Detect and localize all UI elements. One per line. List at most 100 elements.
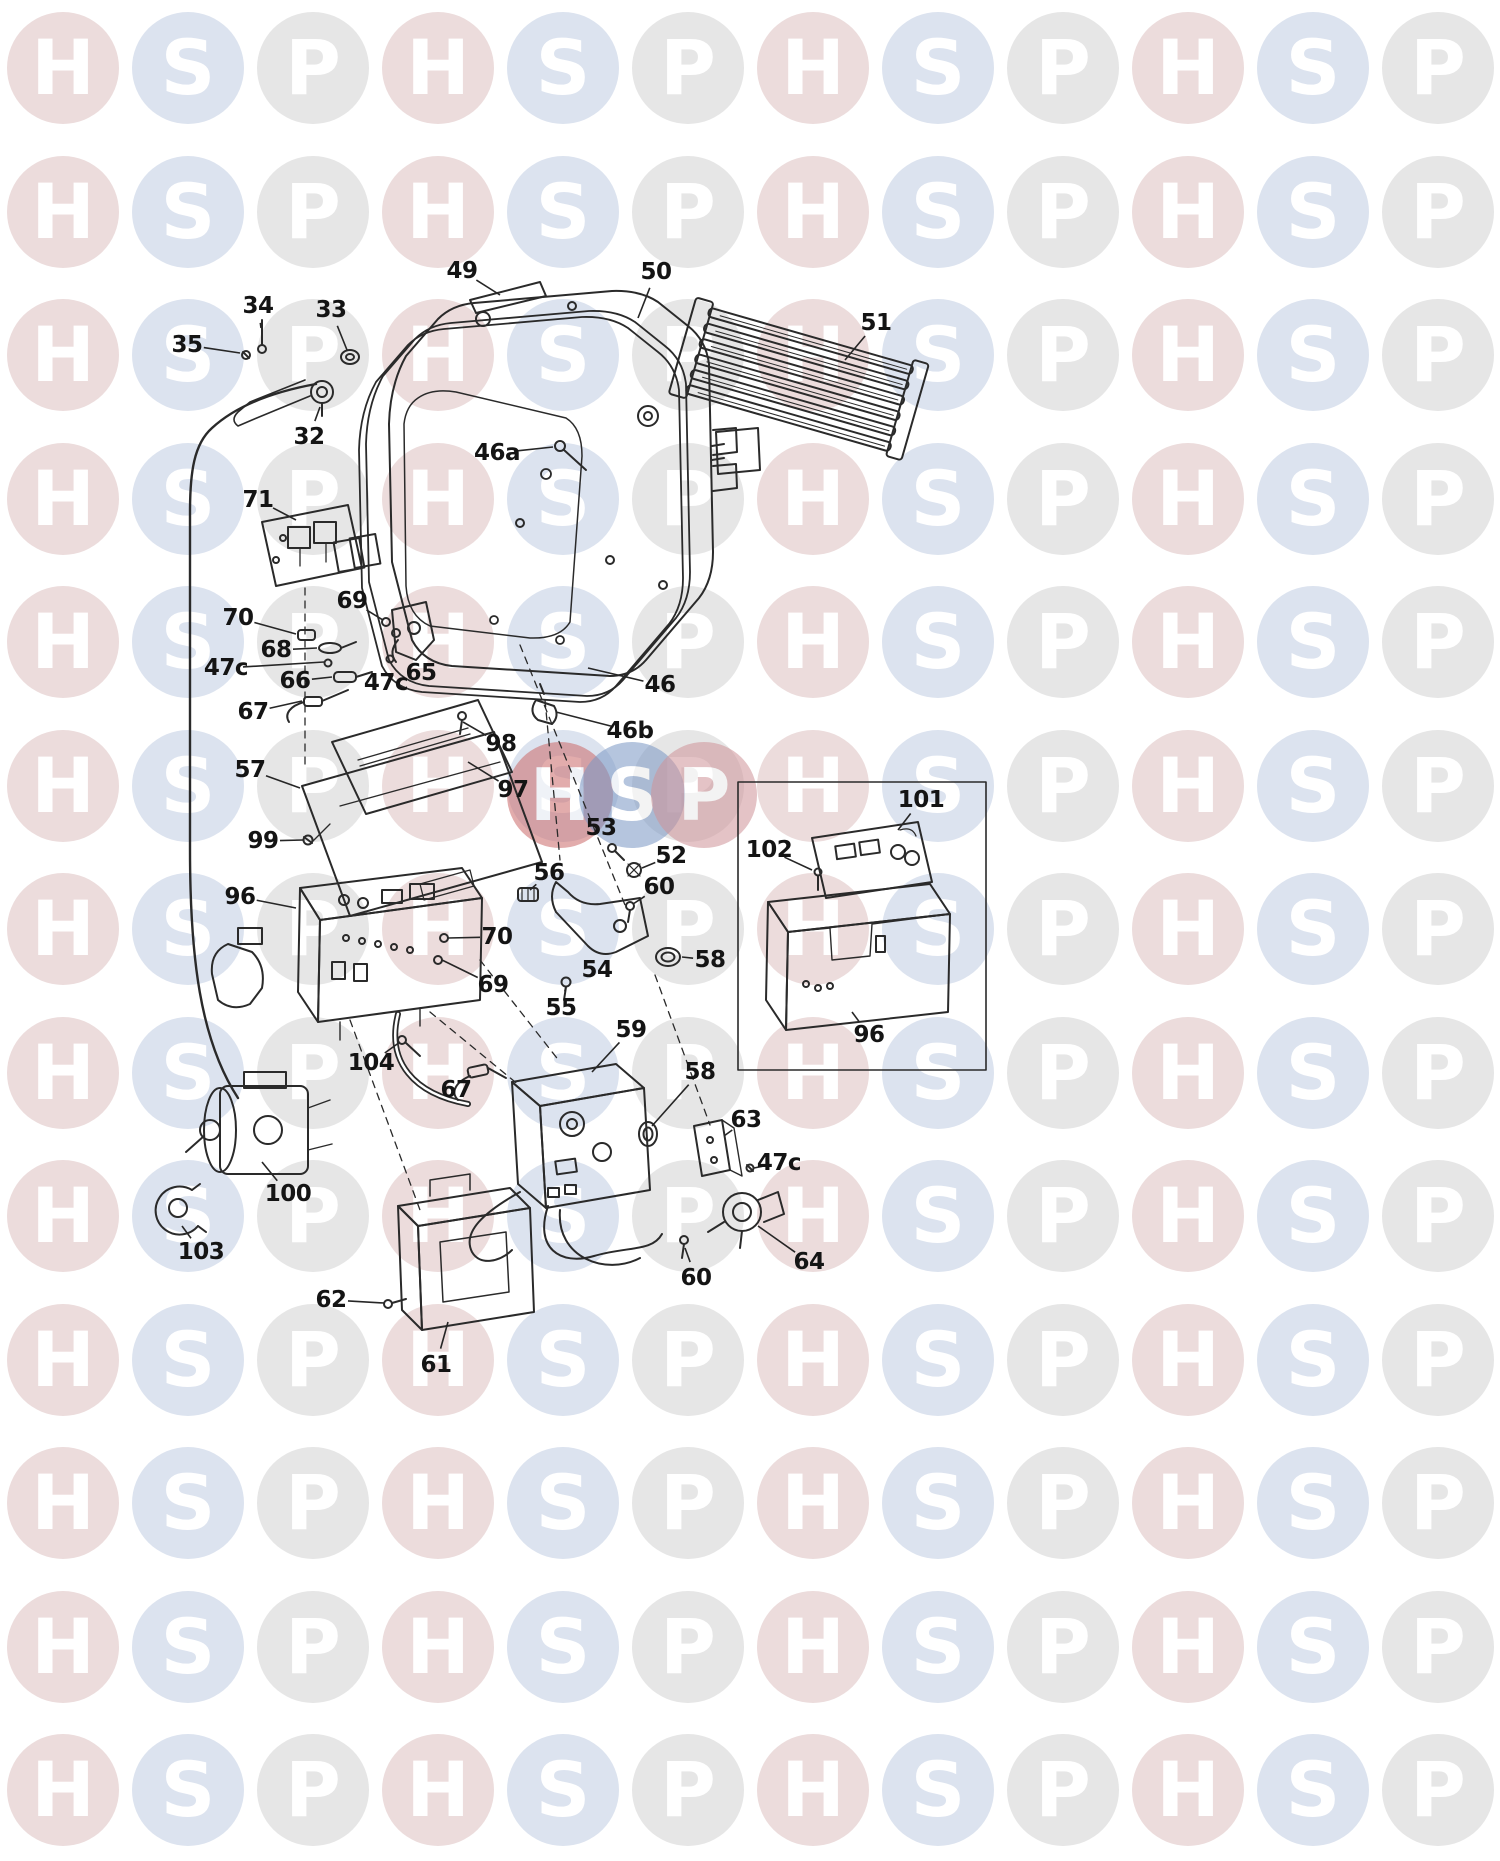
- leader-line-62: [347, 1300, 385, 1304]
- part-label-53: 53: [585, 815, 617, 841]
- watermark-letter-p: P: [1007, 586, 1119, 698]
- watermark-letter-s: S: [132, 873, 244, 985]
- part-label-62: 62: [315, 1287, 347, 1313]
- part-label-99: 99: [247, 828, 279, 854]
- watermark-letter-s: S: [132, 1590, 244, 1703]
- leader-line-59: [591, 1041, 621, 1073]
- watermark-letter-p: P: [1382, 1734, 1494, 1846]
- watermark-letter-s: S: [882, 442, 994, 555]
- watermark-letter-s: S: [507, 1734, 619, 1846]
- watermark-letter-s: S: [507, 873, 619, 985]
- watermark-letter-p: P: [257, 155, 369, 268]
- part-label-71: 71: [242, 487, 274, 513]
- watermark-letter-s: S: [1257, 729, 1369, 842]
- part-32-grommet: [310, 380, 334, 417]
- leader-line-67: [269, 700, 303, 710]
- leader-line-52: [641, 861, 656, 869]
- watermark-letter-h: H: [382, 586, 494, 698]
- part-35-screw: [241, 350, 251, 360]
- construction-lines: [304, 587, 711, 1211]
- leader-line-64: [757, 1225, 796, 1253]
- part-label-46a: 46a: [473, 440, 521, 466]
- part-71-pilot-bracket: [261, 504, 382, 587]
- watermark-letter-p: P: [632, 1590, 744, 1703]
- watermark-letter-h: H: [757, 442, 869, 555]
- part-67b-electrode: [453, 1063, 507, 1101]
- watermark-letter-s: S: [132, 729, 244, 842]
- watermark-letter-s: S: [1257, 299, 1369, 411]
- leader-line-46b: [555, 711, 614, 728]
- watermark-letter-p: P: [257, 1160, 369, 1272]
- watermark-letter-h: H: [7, 442, 119, 555]
- watermark-letter-s: S: [882, 1160, 994, 1272]
- part-label-46: 46: [644, 672, 676, 698]
- watermark-letter-p: P: [632, 155, 744, 268]
- leader-line-32: [314, 406, 321, 422]
- part-58b-oring: [638, 1121, 658, 1147]
- watermark-letter-p: P: [632, 1016, 744, 1129]
- part-102-screw: [813, 867, 823, 891]
- watermark-letter-h: H: [382, 12, 494, 124]
- watermark-letter-s: S: [1257, 1303, 1369, 1416]
- leader-line-34: [259, 322, 262, 329]
- part-56-fitting: [517, 887, 539, 902]
- leader-line-63: [723, 1129, 733, 1137]
- leader-line-51: [844, 335, 866, 361]
- watermark-letter-p: P: [1382, 1303, 1494, 1416]
- part-34-pin: [257, 319, 267, 354]
- leader-line-102: [784, 856, 813, 871]
- watermark-letter-s: S: [1257, 873, 1369, 985]
- part-46-gasket-panel: [358, 310, 691, 703]
- watermark-letter-h: H: [7, 1303, 119, 1416]
- watermark-letter-s: S: [132, 1160, 244, 1272]
- leader-line-58: [651, 1084, 690, 1127]
- part-97-baffle-upper: [331, 699, 513, 815]
- part-59-gas-valve: [468, 1063, 663, 1266]
- watermark-letter-h: H: [1132, 299, 1244, 411]
- leader-line-68: [292, 647, 318, 650]
- leader-line-103: [181, 1225, 192, 1239]
- watermark-letter-h: H: [757, 12, 869, 124]
- watermark-letter-s: S: [1257, 1734, 1369, 1846]
- part-62-screw: [383, 1298, 407, 1309]
- watermark-letter-s: S: [882, 1016, 994, 1129]
- watermark-letter-h: H: [7, 299, 119, 411]
- part-101-pcb: [811, 821, 933, 899]
- part-label-46b: 46b: [606, 718, 654, 744]
- watermark-letter-p: P: [257, 873, 369, 985]
- leader-line-104: [384, 1041, 401, 1054]
- leader-line-71: [272, 507, 297, 521]
- watermark-letter-s: S: [132, 586, 244, 698]
- part-label-47c: 47c: [203, 655, 249, 681]
- part-label-54: 54: [581, 957, 613, 983]
- watermark-letter-h: H: [382, 442, 494, 555]
- watermark-letter-h: H: [382, 1590, 494, 1703]
- watermark-letter-p: P: [1007, 873, 1119, 985]
- part-label-57: 57: [234, 757, 266, 783]
- leader-line-35: [203, 346, 241, 354]
- watermark-letter-p: P: [632, 1303, 744, 1416]
- part-label-103: 103: [177, 1239, 225, 1265]
- leader-line-66: [311, 676, 333, 680]
- part-96b-control-box: [765, 883, 951, 1031]
- watermark-letter-h: H: [757, 729, 869, 842]
- watermark-letter-p: P: [257, 729, 369, 842]
- part-label-56: 56: [533, 860, 565, 886]
- watermark-letter-s: S: [132, 442, 244, 555]
- watermark-letter-p: P: [632, 1734, 744, 1846]
- watermark-letter-s: S: [507, 1303, 619, 1416]
- capillary-tube: [188, 379, 318, 1100]
- watermark-letter-h: H: [757, 1303, 869, 1416]
- watermark-letter-h: H: [757, 1016, 869, 1129]
- part-64-gas-cock: [707, 1191, 785, 1249]
- part-label-101: 101: [897, 787, 945, 813]
- watermark-letter-p: P: [1007, 1734, 1119, 1846]
- watermark-letter-h: H: [757, 586, 869, 698]
- part-46b-clip: [531, 683, 558, 725]
- part-label-52: 52: [655, 843, 687, 869]
- burner-bracket: [711, 427, 761, 475]
- part-60-screw-upper: [625, 901, 635, 923]
- watermark-letter-s: S: [507, 155, 619, 268]
- leader-line-50: [637, 287, 651, 319]
